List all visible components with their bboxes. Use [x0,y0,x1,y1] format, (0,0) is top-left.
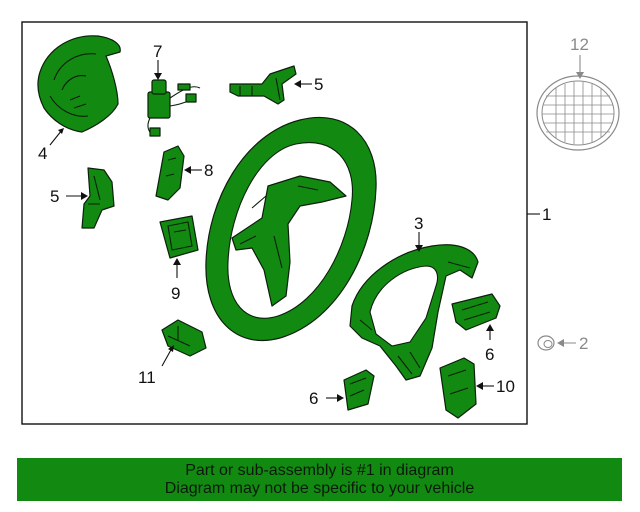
arrow-8 [184,166,191,174]
callout-5-upper[interactable]: 5 [314,75,323,94]
arrow-9 [173,258,181,265]
arrow-5-lower [81,192,88,200]
arrow-11 [168,345,174,352]
part-6-switch-right[interactable] [451,293,501,331]
callout-1[interactable]: 1 [542,205,551,224]
callout-11[interactable]: 11 [138,368,156,387]
callout-12[interactable]: 12 [570,35,589,54]
arrow-10 [476,382,483,390]
part-5-paddle-upper[interactable] [229,65,297,105]
part-3-lower-trim[interactable] [349,244,479,381]
callout-5-lower[interactable]: 5 [50,187,59,206]
callout-9[interactable]: 9 [171,284,180,303]
part-12-grille[interactable] [536,75,620,151]
part-8-switch-bezel[interactable] [155,145,185,201]
info-banner: Part or sub-assembly is #1 in diagram Di… [17,458,622,501]
part-6-switch-bottom[interactable] [343,369,375,411]
arrow-6-right [486,324,494,331]
part-4-column-cover[interactable] [37,35,121,133]
callout-6-right[interactable]: 6 [485,345,494,364]
banner-line-2: Diagram may not be specific to your vehi… [164,480,475,497]
callout-6-bottom[interactable]: 6 [309,389,318,408]
part-11-control-module[interactable] [161,319,207,357]
parts-diagram: 1 12 2 4 [21,21,620,425]
part-steering-wheel[interactable] [205,116,377,342]
banner-line-1: Part or sub-assembly is #1 in diagram [185,462,454,479]
arrow-2 [557,339,564,347]
part-5-paddle-lower[interactable] [81,167,115,229]
part-10-switch-bezel[interactable] [439,357,477,419]
leader-4 [49,129,63,146]
arrow-5-upper [294,80,301,88]
part-9-switch-module[interactable] [159,215,199,259]
callout-4[interactable]: 4 [38,144,47,163]
arrow-7 [154,73,162,80]
arrow-12 [576,72,584,79]
arrow-6-bottom [337,394,344,402]
callout-8[interactable]: 8 [204,161,213,180]
callout-10[interactable]: 10 [496,377,515,396]
leader-11 [161,347,173,367]
part-7-clock-spring-switch[interactable] [147,79,201,137]
part-2-screw[interactable] [537,335,555,351]
callout-3[interactable]: 3 [414,214,423,233]
callout-7[interactable]: 7 [153,42,162,61]
arrow-3 [415,245,423,252]
callout-2[interactable]: 2 [579,334,588,353]
arrow-4 [58,128,64,134]
assembly-frame [21,21,528,425]
